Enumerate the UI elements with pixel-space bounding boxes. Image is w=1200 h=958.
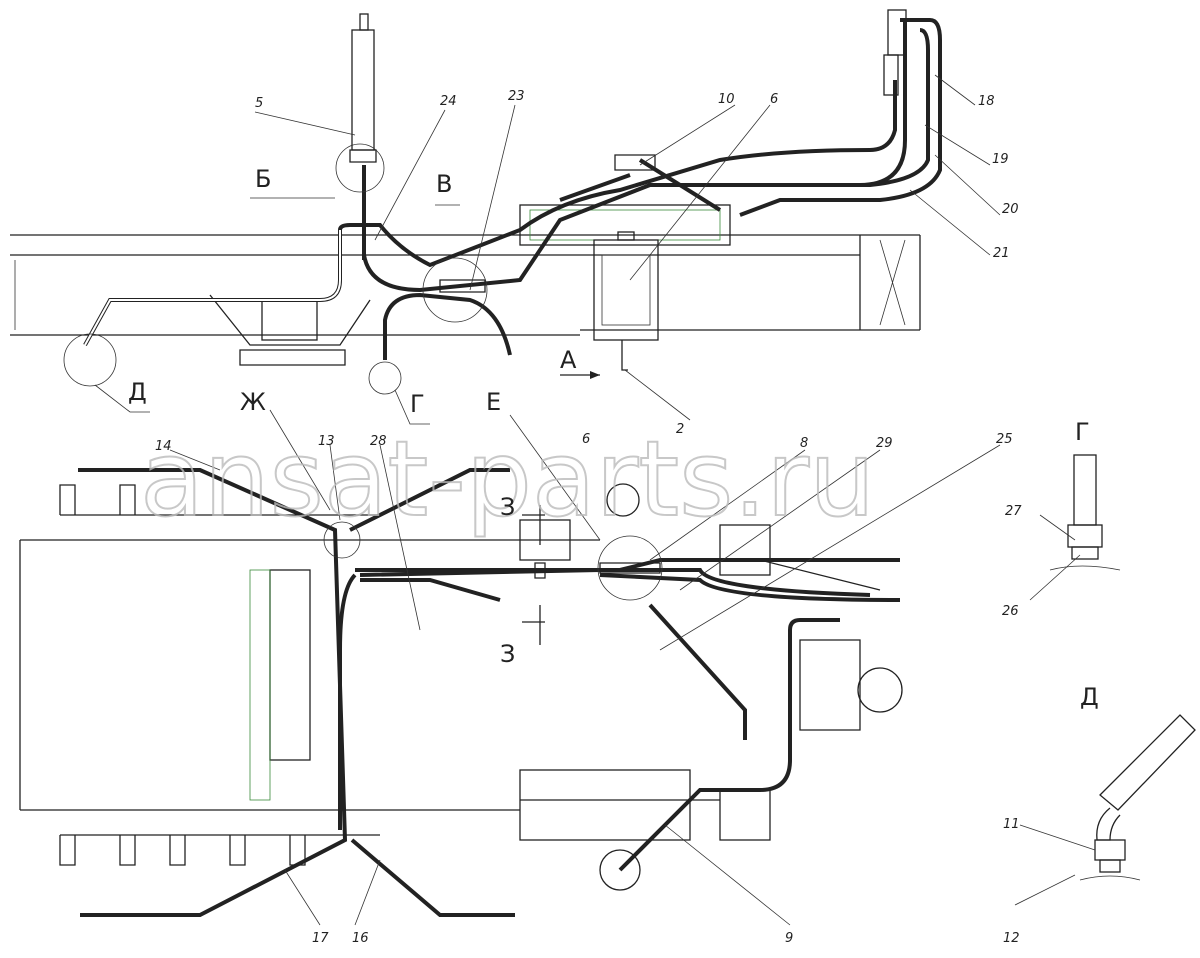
callout-6-top: 6 [770,92,778,107]
callout-16: 16 [352,931,369,946]
section-marks [522,505,545,645]
top-pipes [83,18,942,360]
callout-23: 23 [508,89,525,104]
section-label-z-top: З [500,493,515,521]
detail-g [1049,454,1121,571]
view-label-a: А [560,346,577,374]
bottom-pipes [78,468,901,917]
callout-13: 13 [318,434,335,449]
callout-24: 24 [440,94,457,109]
callout-12: 12 [1003,931,1020,946]
cylinder-5 [349,13,377,260]
detail-label-d: Д [1080,683,1099,711]
view-label-d: Д [128,378,147,406]
view-label-b: Б [255,165,271,193]
callout-5: 5 [255,96,263,111]
filter-unit [593,231,659,371]
callout-28: 28 [370,434,387,449]
callout-20: 20 [1002,202,1019,217]
view-label-e: Е [486,388,501,416]
callout-26: 26 [1002,604,1019,619]
callout-25: 25 [996,432,1013,447]
callout-29: 29 [876,436,893,451]
section-label-z-bottom: З [500,640,515,668]
leader-lines [169,74,1096,926]
detail-label-g: Г [1075,418,1090,446]
bottom-frame [19,483,903,891]
view-label-v: В [436,170,452,198]
callout-11: 11 [1003,817,1020,832]
callout-10: 10 [718,92,735,107]
callout-18: 18 [978,94,995,109]
callout-19: 19 [992,152,1009,167]
callout-14: 14 [155,439,172,454]
view-label-zh: Ж [240,388,266,416]
view-label-g: Г [410,390,425,418]
callout-9: 9 [785,931,793,946]
watermark: ansat-parts.ru [140,418,875,540]
callout-27: 27 [1005,504,1022,519]
detail-circles-top [63,143,600,425]
callout-8: 8 [800,436,808,451]
callout-17: 17 [312,931,329,946]
callout-6-bottom: 6 [582,432,590,447]
detail-d [1079,714,1196,881]
callout-2: 2 [676,422,684,437]
callout-21: 21 [993,246,1010,261]
